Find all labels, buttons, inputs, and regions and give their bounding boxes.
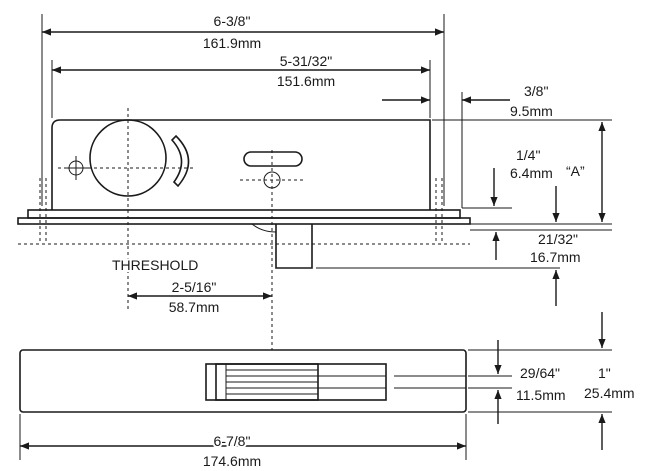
label-below-mm: 16.7mm: [530, 249, 581, 265]
label-pivot-in: 2-5/16": [172, 279, 217, 295]
labels: 6-3/8" 161.9mm 5-31/32" 151.6mm 3/8" 9.5…: [110, 11, 637, 471]
crescent-slot: [170, 134, 190, 188]
label-length-mm: 174.6mm: [203, 453, 261, 469]
label-depth-mm: 11.5mm: [516, 387, 566, 403]
crosshair-marks: [64, 156, 88, 180]
label-plan-height-in: 1": [598, 365, 611, 381]
spindle-post: [275, 224, 313, 269]
label-inner-width-in: 5-31/32": [280, 53, 332, 69]
plan-body: [19, 349, 467, 413]
elevation-view: [17, 14, 612, 350]
label-offset-in: 3/8": [524, 83, 548, 99]
spindle-post-cap: [251, 223, 277, 233]
label-threshold: THRESHOLD: [112, 257, 198, 273]
label-below-in: 21/32": [538, 231, 578, 247]
label-inner-width-mm: 151.6mm: [277, 73, 335, 89]
floor-plate: [17, 217, 471, 225]
plan-view: [19, 312, 612, 460]
label-overall-width-mm: 161.9mm: [203, 35, 261, 51]
label-plate-mm: 6.4mm: [510, 165, 553, 181]
label-plate-in: 1/4": [516, 147, 540, 163]
label-depth-in: 29/64": [520, 365, 560, 381]
label-pivot-mm: 58.7mm: [169, 299, 220, 315]
spindle-slot: [243, 151, 303, 167]
base-plate: [27, 209, 461, 219]
label-offset-mm: 9.5mm: [510, 103, 553, 119]
closer-body: [51, 119, 431, 210]
label-plan-height-mm: 25.4mm: [584, 385, 635, 401]
label-height-a: “A”: [566, 163, 585, 179]
label-length-in: 6-7/8": [214, 433, 251, 449]
label-overall-width-in: 6-3/8": [214, 13, 251, 29]
